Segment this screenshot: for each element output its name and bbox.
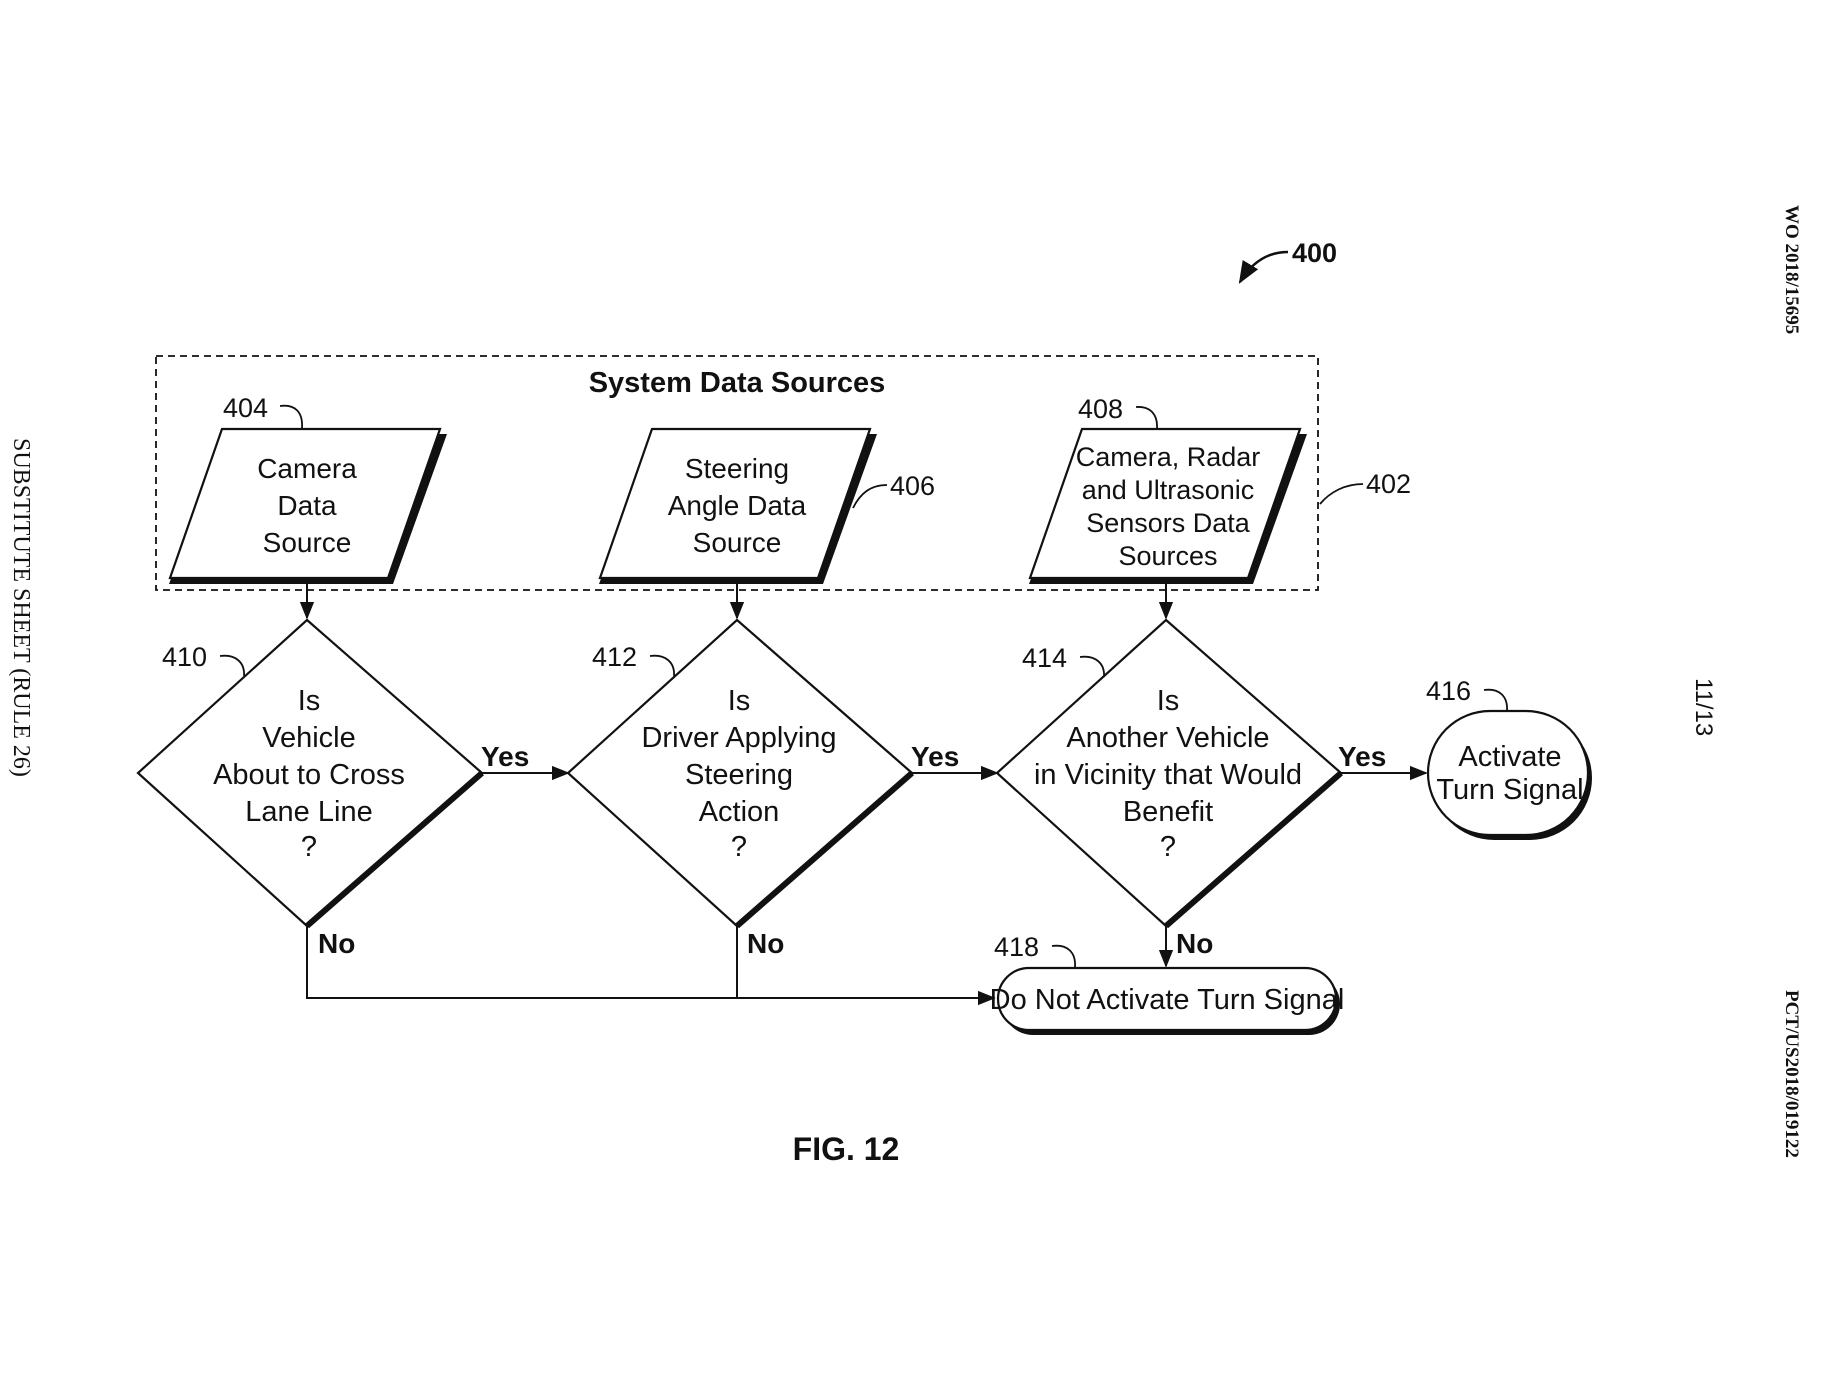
- decision-410-line-2: Vehicle: [262, 722, 356, 754]
- source-camera-data: Camera Data Source: [168, 427, 447, 584]
- decision-ref-412: 412: [592, 642, 637, 672]
- ref-412-leader: [649, 654, 675, 677]
- terminal-do-not-activate: Do Not Activate Turn Signal: [990, 966, 1345, 1035]
- group-ref-402: 402: [1366, 469, 1411, 499]
- publication-number: WO 2018/15695: [1781, 205, 1802, 334]
- decision-414-no-label: No: [1176, 928, 1213, 959]
- terminal-ref-418: 418: [994, 932, 1039, 962]
- decision-another-vehicle: Is Another Vehicle in Vicinity that Woul…: [995, 618, 1343, 929]
- source-406-line-3: Source: [693, 527, 782, 558]
- source-408-line-4: Sources: [1118, 541, 1217, 571]
- terminal-activate-turn-signal: Activate Turn Signal: [1426, 709, 1592, 840]
- ref-410-leader: [219, 654, 245, 677]
- group-ref-leader: [1319, 483, 1364, 505]
- terminal-ref-416: 416: [1426, 676, 1471, 706]
- ref-416-leader: [1483, 688, 1508, 712]
- decision-driver-steering: Is Driver Applying Steering Action ?: [566, 618, 914, 929]
- decision-410-line-3: About to Cross: [213, 759, 405, 791]
- decision-412-line-3: Steering: [685, 759, 793, 791]
- source-408-line-2: and Ultrasonic: [1082, 475, 1255, 505]
- decision-412-line-2: Driver Applying: [641, 722, 836, 754]
- system-data-sources-group: [155, 355, 1319, 591]
- figure-ref-400: 400: [1292, 238, 1337, 268]
- source-406-line-1: Steering: [685, 453, 789, 484]
- decision-412-yes-label: Yes: [911, 741, 959, 772]
- decision-410-yes-label: Yes: [481, 741, 529, 772]
- application-number: PCT/US2018/019122: [1781, 990, 1802, 1158]
- ref-404-leader: [279, 404, 303, 429]
- source-408-line-1: Camera, Radar: [1076, 442, 1261, 472]
- source-404-line-1: Camera: [257, 453, 357, 484]
- source-ref-406: 406: [890, 471, 935, 501]
- decision-412-line-5: ?: [731, 831, 747, 863]
- ref-406-leader: [852, 484, 888, 509]
- decision-414-line-5: ?: [1160, 831, 1176, 863]
- decision-414-line-2: Another Vehicle: [1066, 722, 1269, 754]
- ref-418-leader: [1051, 944, 1076, 968]
- source-ref-408: 408: [1078, 394, 1123, 424]
- ref-414-leader: [1079, 655, 1105, 678]
- decision-410-line-1: Is: [298, 685, 321, 717]
- decision-ref-414: 414: [1022, 643, 1067, 673]
- group-title: System Data Sources: [589, 367, 886, 399]
- decision-ref-410: 410: [162, 642, 207, 672]
- decision-414-line-1: Is: [1157, 685, 1180, 717]
- terminal-418-line-1: Do Not Activate Turn Signal: [990, 984, 1345, 1016]
- no-path-410-to-418: [306, 926, 996, 1006]
- ref-408-leader: [1135, 406, 1158, 430]
- source-408-line-3: Sensors Data: [1086, 508, 1251, 538]
- terminal-416-line-1: Activate: [1458, 741, 1561, 773]
- decision-412-line-4: Action: [699, 796, 780, 828]
- sheet-number: 11/13: [1690, 678, 1717, 736]
- decision-414-yes-label: Yes: [1338, 741, 1386, 772]
- figure-ref-arrow: [1238, 250, 1289, 284]
- source-406-line-2: Angle Data: [668, 490, 807, 521]
- source-camera-radar-ultrasonic: Camera, Radar and Ultrasonic Sensors Dat…: [1028, 427, 1307, 584]
- source-ref-404: 404: [223, 393, 268, 423]
- decision-414-line-4: Benefit: [1123, 796, 1213, 828]
- decision-410-line-4: Lane Line: [245, 796, 372, 828]
- figure-caption: FIG. 12: [793, 1131, 900, 1167]
- decision-410-line-5: ?: [301, 831, 317, 863]
- source-404-line-3: Source: [263, 527, 352, 558]
- terminal-416-line-2: Turn Signal: [1436, 774, 1583, 806]
- source-steering-angle-data: Steering Angle Data Source: [598, 427, 877, 584]
- decision-412-no-label: No: [747, 928, 784, 959]
- source-404-line-2: Data: [277, 490, 337, 521]
- left-margin-text: SUBSTITUTE SHEET (RULE 26): [8, 438, 34, 777]
- decision-410-no-label: No: [318, 928, 355, 959]
- decision-414-line-3: in Vicinity that Would: [1034, 759, 1302, 791]
- decision-412-line-1: Is: [728, 685, 751, 717]
